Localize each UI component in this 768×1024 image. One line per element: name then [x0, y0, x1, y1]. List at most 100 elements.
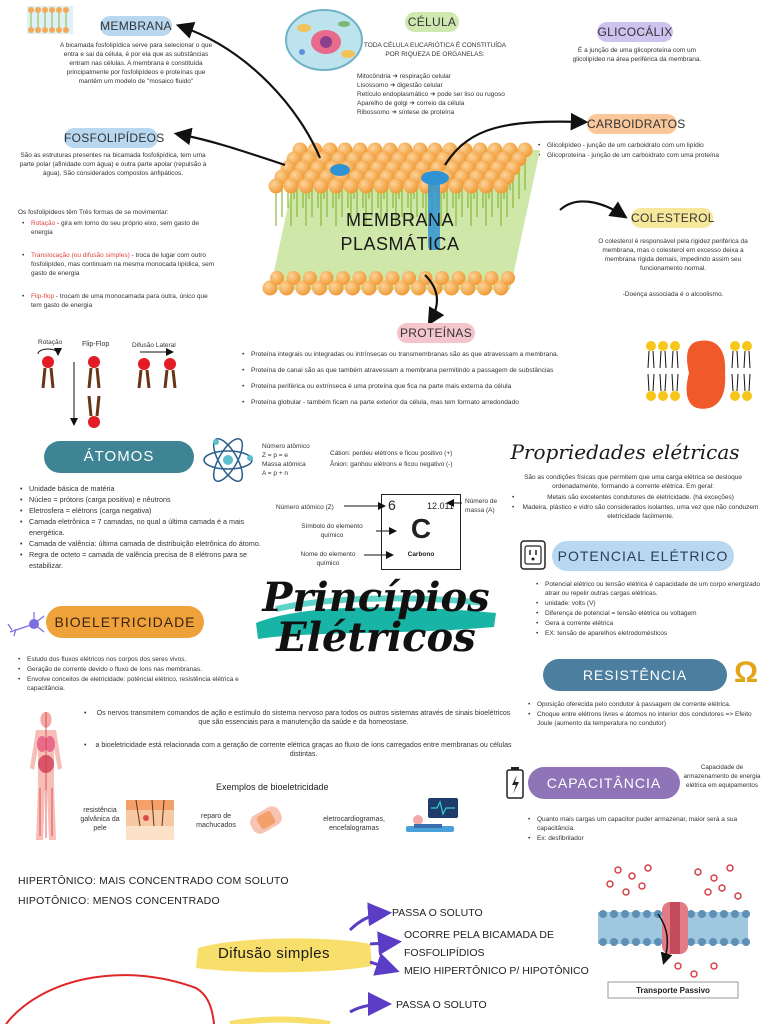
membrana-heading: MEMBRANA: [100, 16, 172, 36]
organelle-item: Ribossomo ➔ síntese de proteína: [357, 109, 455, 116]
glicocalix-text: É a junção de uma glicoproteína com um g…: [572, 47, 702, 63]
skin-layers-illustration: [126, 799, 174, 840]
lipid-head: [742, 391, 752, 401]
difusao-item-meio: MEIO HIPERTÔNICO P/ HIPOTÔNICO: [404, 965, 589, 977]
lipid-head: [742, 938, 750, 946]
connector-arrows-top: [173, 21, 628, 326]
solute-particle: [726, 864, 734, 872]
solute-particle: [638, 882, 646, 890]
atomos-item: Regra de octeto = camada de valência pre…: [20, 549, 265, 571]
solute-particle: [614, 866, 622, 874]
bandage-illustration: [250, 806, 282, 834]
exemplo-eletrocardiograma: eletrocardiogramas, encefalogramas: [323, 816, 385, 832]
ion-line: Cátion: perdeu elétrons e ficou positivo…: [330, 450, 453, 457]
proteinas-heading: PROTEÍNAS: [397, 323, 475, 343]
ohm-icon: Ω: [734, 656, 759, 689]
lipid-head: [435, 271, 449, 285]
lipid-head: [477, 280, 492, 296]
capacitancia-item: Quanto mais cargas um capacitor puder ar…: [528, 815, 758, 833]
lipid-head: [698, 910, 706, 918]
proteinas-item: Proteína integrais ou integradas ou intr…: [242, 350, 642, 359]
formula-line: Massa atômica: [262, 461, 306, 468]
label-flipflop: Flip-Flop: [82, 341, 110, 348]
element-label-z: Número atômico (Z): [276, 504, 334, 511]
solute-particle: [718, 884, 726, 892]
lipid-head: [373, 178, 389, 194]
ecg-exam-illustration: [406, 798, 458, 832]
potencial-item: unidade: volts (V): [536, 599, 761, 608]
organelle-item: Aparelho de golgi ➔ correio da célula: [357, 100, 465, 107]
atomos-ions: Cátion: perdeu elétrons e ficou positivo…: [330, 449, 500, 469]
atomos-list: Unidade básica de matéria Núcleo = próto…: [20, 483, 265, 571]
neuron-icon: [7, 612, 45, 637]
lipid-tail: [736, 373, 739, 392]
carboidratos-item: Glicolipídeo - junção de um carboidrato …: [538, 141, 753, 150]
lipid-head: [460, 280, 476, 296]
lipid-head: [345, 280, 360, 296]
form-name: Translocação (ou difusão simples): [31, 252, 130, 259]
difusao-item-bicamada: OCORRE PELA BICAMADA DE FOSFOLIPÍDIOS: [404, 929, 554, 959]
solute-particle: [644, 864, 652, 872]
lipid-head: [279, 280, 294, 296]
lipid-head: [730, 391, 740, 401]
nervos-item: a bioeletricidade está relacionada com a…: [84, 741, 514, 759]
lipid-head: [451, 271, 466, 285]
organelle-item: Mitocôndria ➔ respiração celular: [357, 73, 451, 80]
solute-particle: [710, 874, 718, 882]
lipid-tail: [659, 350, 662, 369]
lipid-tail: [652, 373, 655, 392]
carboidratos-list: Glicolipídeo - junção de um carboidrato …: [538, 141, 753, 163]
lipid-head: [646, 341, 656, 351]
resistencia-item: Oposição oferecida pelo condutor à passa…: [528, 700, 758, 709]
lipid-head: [418, 271, 433, 285]
potencial-item: Potencial elétrico ou tensão elétrica é …: [536, 580, 761, 598]
bioeletricidade-heading: BIOELETRICIDADE: [46, 606, 204, 638]
lipid-head: [361, 280, 377, 296]
formula-line: Número atômico: [262, 443, 310, 450]
lipid-head: [742, 910, 750, 918]
lipid-head: [632, 910, 640, 918]
lipid-tail: [671, 373, 674, 392]
lipid-head: [646, 391, 656, 401]
lipid-tail: [731, 373, 734, 392]
propriedades-item: Metais são excelentes condutores de elet…: [512, 493, 760, 502]
lipid-head: [658, 391, 668, 401]
lipid-head: [731, 910, 739, 918]
lipid-head: [658, 341, 668, 351]
difusao-next-passa: PASSA O SOLUTO: [396, 999, 487, 1011]
lipid-head: [687, 938, 695, 946]
form-name: Flip-flop: [31, 293, 55, 300]
lipid-head: [501, 271, 515, 285]
membrana-plasmatica-line1: MEMBRANA: [345, 210, 454, 230]
hipertonico-text: HIPERTÔNICO: MAIS CONCENTRADO COM SOLUTO: [18, 875, 289, 887]
solute-particle: [710, 962, 718, 970]
lipid-head: [303, 271, 317, 285]
lipid-tail: [743, 350, 746, 369]
lipid-head: [742, 341, 752, 351]
propriedades-item: Madeira, plástico e vidro são considerad…: [512, 503, 760, 521]
lipid-head: [730, 341, 740, 351]
bioeletricidade-item: Estudo dos fluxos elétricos nos corpos d…: [18, 655, 258, 664]
lipid-head: [262, 280, 278, 296]
lipid-head: [468, 271, 482, 285]
lipid-head: [698, 938, 706, 946]
difusao-heading: Difusão simples: [218, 945, 330, 962]
exemplos-heading: Exemplos de bioeletricidade: [216, 782, 329, 792]
capacitancia-item: Ex: desfibrilador: [528, 834, 758, 843]
lipid-head: [448, 178, 464, 194]
lipid-head: [687, 910, 695, 918]
element-atomic-number: 6: [388, 497, 396, 513]
lipid-head: [313, 178, 329, 194]
fosfolipideos-text: São as estruturas presentes na bicamada …: [19, 152, 207, 177]
colesterol-heading: COLESTEROL: [631, 208, 714, 228]
hipotonico-text: HIPOTÔNICO: MENOS CONCENTRADO: [18, 895, 220, 907]
colesterol-note: -Doença associada é o alcoolismo.: [622, 291, 724, 298]
proteinas-item: Proteína globular - também ficam na part…: [242, 398, 642, 407]
solute-particle: [694, 868, 702, 876]
lipid-tail: [736, 350, 739, 369]
page-title-line1: Princípios: [262, 574, 490, 621]
page-title-line2: Elétricos: [276, 614, 476, 661]
atomos-formula: Número atômico Z = p = e Massa atômica A…: [262, 442, 332, 478]
lipid-head: [343, 178, 359, 194]
formula-line: Z = p = e: [262, 452, 289, 459]
